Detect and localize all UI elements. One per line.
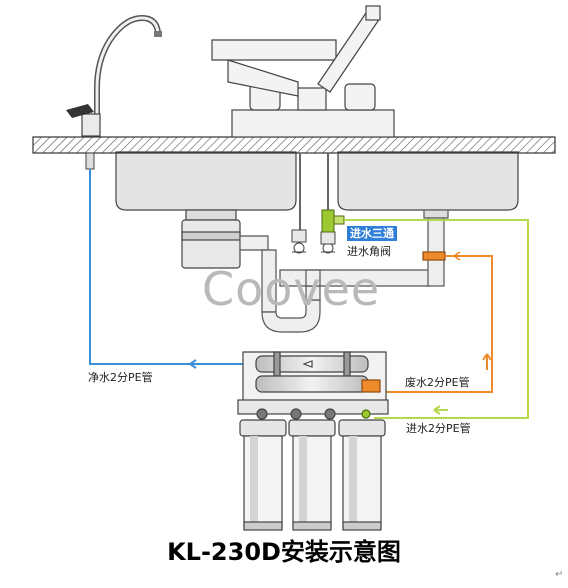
- supply-hoses: [299, 153, 329, 232]
- right-sink-basin: [337, 151, 519, 211]
- diagram-title: KL-230D安装示意图: [167, 538, 401, 566]
- right-drain: [422, 209, 449, 287]
- label-waste-water-pipe: 废水2分PE管: [405, 376, 470, 389]
- ro-filter-unit: [237, 351, 389, 531]
- inlet-water-line: [344, 219, 529, 419]
- drain-pipe: [239, 235, 431, 333]
- waste-disposer: [181, 209, 241, 269]
- label-inlet-tee: 进水三通: [347, 226, 397, 241]
- waste-water-line: [382, 255, 493, 393]
- filter-canister-3: [338, 419, 386, 531]
- waste-flow-arrow: [482, 353, 492, 370]
- main-faucet: [211, 5, 395, 138]
- pure-water-faucet: [66, 14, 162, 170]
- label-pure-water-pipe: 净水2分PE管: [88, 371, 153, 384]
- inlet-flow-arrow: [433, 405, 448, 415]
- countertop: [32, 136, 556, 154]
- pure-flow-arrow: [189, 359, 206, 369]
- waste-flow-arrow-2: [453, 251, 466, 261]
- left-sink-basin: [115, 151, 297, 211]
- watermark: Coovee: [202, 262, 381, 316]
- inlet-tee-fitting: [321, 209, 345, 233]
- filter-canister-1: [239, 419, 287, 531]
- label-inlet-water-pipe: 进水2分PE管: [406, 422, 471, 435]
- flow-arrows: [189, 251, 492, 415]
- return-mark: ↵: [555, 569, 564, 580]
- filter-canister-2: [288, 419, 336, 531]
- angle-valves: [291, 229, 336, 254]
- label-inlet-angle-valve: 进水角阀: [347, 245, 391, 258]
